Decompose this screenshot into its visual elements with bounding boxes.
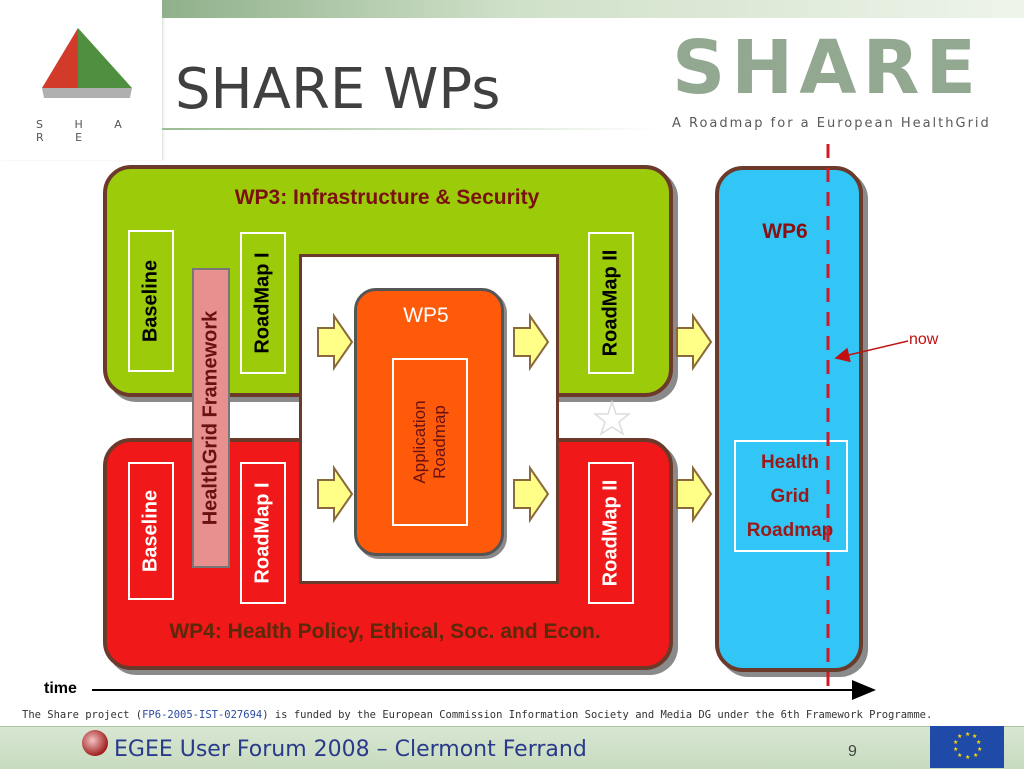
pyramid-logo-icon — [42, 28, 132, 98]
page-title: SHARE WPs — [175, 57, 501, 122]
wp5-title: WP5 — [403, 304, 449, 327]
svg-text:★: ★ — [957, 752, 962, 759]
wp4-baseline-box: Baseline — [128, 462, 174, 600]
arrow-right-icon — [676, 315, 712, 369]
wp6-title: WP6 — [762, 220, 808, 243]
healthgrid-roadmap-line-3: Roadmap — [746, 520, 834, 541]
wp6-box — [715, 166, 863, 672]
svg-text:★: ★ — [972, 733, 977, 740]
time-label: time — [44, 680, 77, 697]
healthgrid-roadmap-box — [734, 440, 848, 552]
svg-text:★: ★ — [953, 746, 958, 753]
arrow-right-icon — [317, 467, 353, 521]
wp3-baseline-box: Baseline — [128, 230, 174, 372]
wp3-title: WP3: Infrastructure & Security — [234, 186, 540, 209]
svg-text:★: ★ — [976, 739, 981, 746]
page-number: 9 — [848, 743, 857, 760]
brand-tagline: A Roadmap for a European HealthGrid — [672, 116, 991, 131]
svg-text:★: ★ — [977, 746, 982, 753]
svg-text:★: ★ — [973, 752, 978, 759]
wp3-roadmap2-box: RoadMap II — [588, 232, 634, 374]
now-label: now — [909, 331, 939, 348]
footer-bar — [0, 726, 1024, 769]
wp4-roadmap1-box: RoadMap I — [240, 462, 286, 604]
funding-note-prefix: The Share project ( — [22, 709, 143, 721]
svg-text:★: ★ — [953, 739, 958, 746]
logo-letters: S H A R E — [36, 118, 136, 144]
eu-flag-icon: ★★★ ★★★ ★★★ ★ — [930, 726, 1004, 768]
share-logo — [0, 0, 163, 160]
wp3-roadmap1-box: RoadMap I — [240, 232, 286, 374]
funding-note-suffix: ) is funded by the European Commission I… — [262, 709, 933, 721]
funding-note: The Share project (FP6-2005-IST-027694) … — [22, 709, 932, 721]
svg-text:★: ★ — [965, 754, 970, 761]
svg-text:★: ★ — [957, 733, 962, 740]
egee-logo-icon — [82, 730, 108, 756]
arrow-right-icon — [513, 467, 549, 521]
svg-text:★: ★ — [965, 731, 970, 738]
wp4-roadmap2-box: RoadMap II — [588, 462, 634, 604]
arrow-right-icon — [676, 467, 712, 521]
grant-number: FP6-2005-IST-027694 — [142, 709, 263, 721]
healthgrid-framework-box: HealthGrid Framework — [192, 268, 230, 568]
wp4-title: WP4: Health Policy, Ethical, Soc. and Ec… — [169, 620, 601, 643]
application-roadmap-box: Application Roadmap — [392, 358, 468, 526]
arrow-right-icon — [317, 315, 353, 369]
event-title: EGEE User Forum 2008 – Clermont Ferrand — [114, 737, 587, 762]
now-pointer-arrow — [834, 340, 909, 363]
title-underline — [162, 128, 662, 130]
healthgrid-roadmap-label: Health Grid Roadmap — [732, 446, 848, 548]
brand-wordmark: SHARE — [672, 25, 983, 111]
star-icon — [592, 399, 632, 436]
healthgrid-roadmap-line-1: Health — [760, 452, 820, 473]
header-band — [162, 0, 1024, 18]
healthgrid-roadmap-line-2: Grid — [770, 486, 810, 507]
arrow-right-icon — [513, 315, 549, 369]
